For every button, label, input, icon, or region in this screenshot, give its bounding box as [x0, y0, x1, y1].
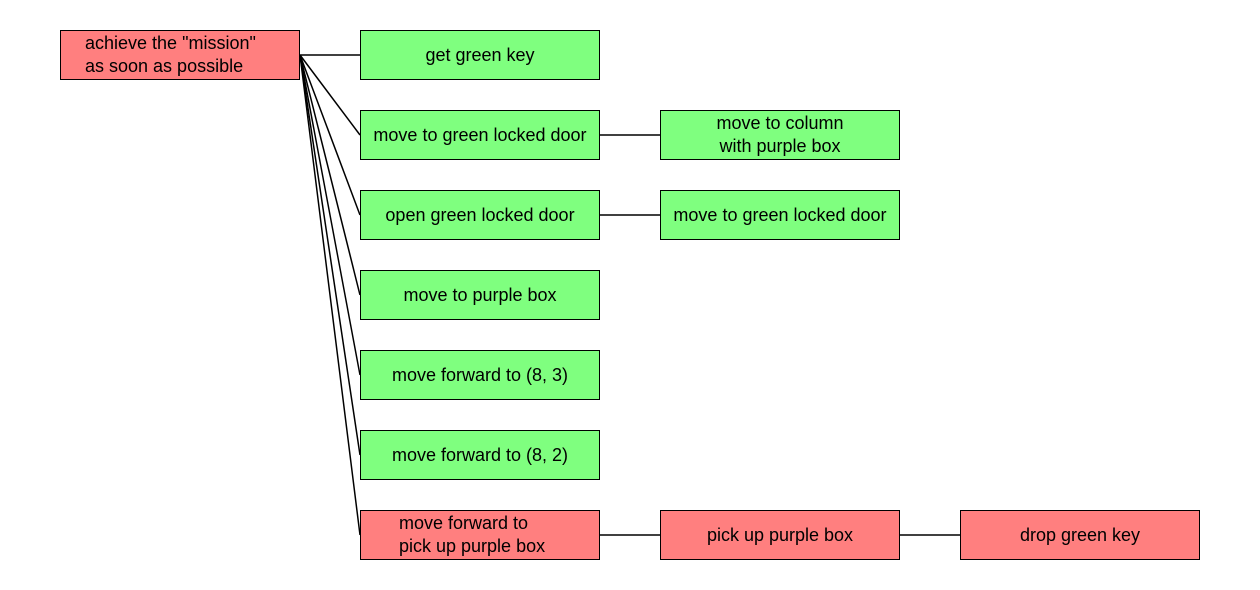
node-label: move to green locked door — [673, 204, 887, 225]
node-label: move to column with purple box — [716, 113, 844, 156]
node-label: move to green locked door — [373, 124, 587, 145]
node-get-green-key: get green key — [360, 30, 600, 80]
node-drop-green-key: drop green key — [960, 510, 1200, 560]
edge-root-to-move-to-green-locked-door — [299, 54, 361, 136]
node-label: move forward to (8, 2) — [391, 444, 569, 465]
edge-root-to-move-forward-8-2 — [299, 54, 361, 456]
node-label: get green key — [425, 44, 535, 65]
edge-root-to-move-forward-8-3 — [299, 54, 361, 376]
node-move-forward-8-2: move forward to (8, 2) — [360, 430, 600, 480]
node-label: move to purple box — [403, 284, 557, 305]
node-label: drop green key — [1019, 524, 1141, 545]
node-pick-up-purple-box: pick up purple box — [660, 510, 900, 560]
node-open-green-locked-door: open green locked door — [360, 190, 600, 240]
node-move-to-green-locked-door: move to green locked door — [360, 110, 600, 160]
node-move-to-green-locked-door-2: move to green locked door — [660, 190, 900, 240]
edge-root-to-open-green-locked-door — [299, 54, 361, 216]
node-move-to-column: move to column with purple box — [660, 110, 900, 160]
node-label: move forward to pick up purple box — [399, 513, 546, 556]
node-label: pick up purple box — [706, 524, 854, 545]
edge-root-to-move-forward-pick-up — [299, 54, 361, 536]
node-move-to-purple-box: move to purple box — [360, 270, 600, 320]
node-move-forward-pick-up: move forward to pick up purple box — [360, 510, 600, 560]
node-root: achieve the "mission" as soon as possibl… — [60, 30, 300, 80]
node-move-forward-8-3: move forward to (8, 3) — [360, 350, 600, 400]
node-label: achieve the "mission" as soon as possibl… — [85, 33, 256, 76]
node-label: open green locked door — [385, 204, 575, 225]
edge-root-to-move-to-purple-box — [299, 54, 361, 296]
node-label: move forward to (8, 3) — [391, 364, 569, 385]
